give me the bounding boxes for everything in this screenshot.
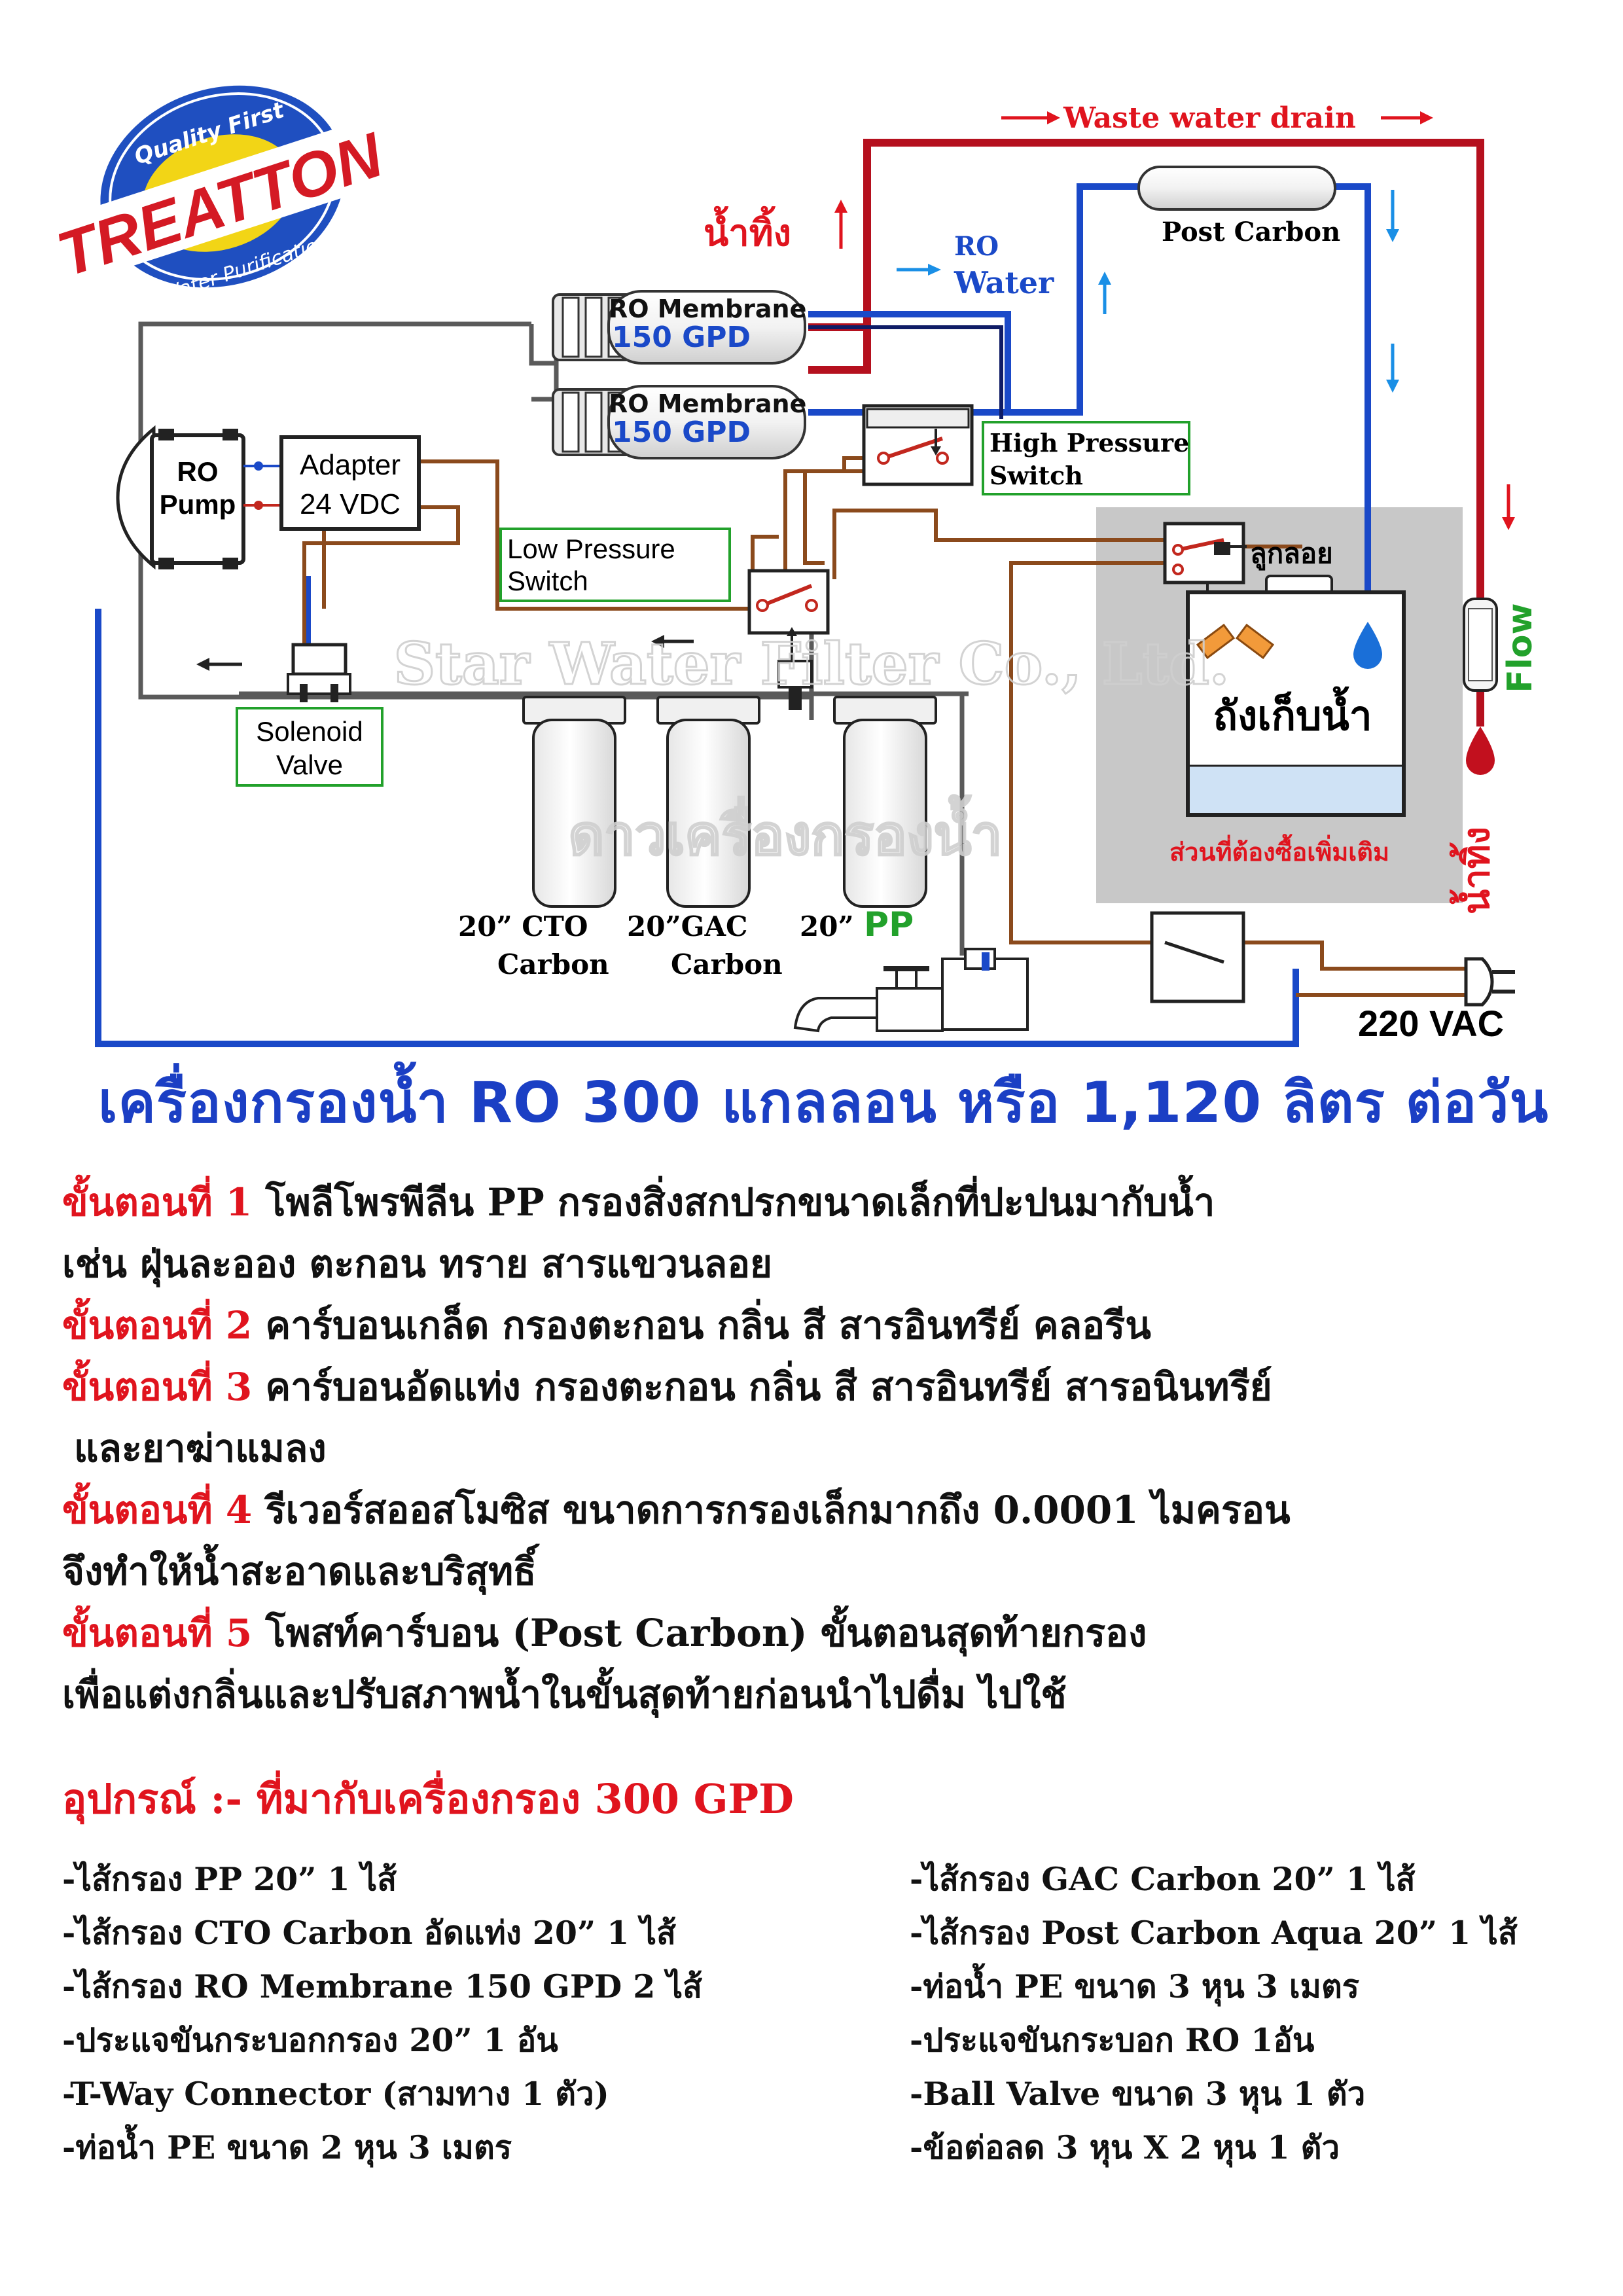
- membrane-bottom-name: RO Membrane: [609, 389, 806, 418]
- accessories-right-list: -ไส้กรอง GAC Carbon 20” 1 ไส้ -ไส้กรอง P…: [910, 1852, 1518, 2174]
- accessory-item: -ท่อน้ำ PE ขนาด 2 หุน 3 เมตร: [62, 2128, 512, 2166]
- accessory-item: -ไส้กรอง RO Membrane 150 GPD 2 ไส้: [62, 1967, 702, 2005]
- main-title: เครื่องกรองน้ำ RO 300 แกลลอน หรือ 1,120 …: [98, 1070, 1549, 1136]
- filter-pp: [833, 696, 937, 908]
- step-3-label: ขั้นตอนที่ 3: [62, 1365, 253, 1409]
- watermark-th: ดาวเครื่องกรองน้ำ: [569, 795, 1002, 867]
- accessories-left-list: -ไส้กรอง PP 20” 1 ไส้ -ไส้กรอง CTO Carbo…: [62, 1852, 702, 2174]
- step-1: ขั้นตอนที่ 1 โพลีโพรพีลีน PP กรองสิ่งสกป…: [62, 1172, 1587, 1233]
- solenoid-valve: Solenoid Valve: [236, 643, 383, 787]
- filter-pp-label: PP: [864, 905, 914, 944]
- waste-top-label: น้ำทิ้ง: [704, 206, 791, 255]
- step-1-label: ขั้นตอนที่ 1: [62, 1180, 253, 1225]
- accessory-item: -ไส้กรอง Post Carbon Aqua 20” 1 ไส้: [910, 1914, 1518, 1952]
- filter-cto: [522, 696, 626, 908]
- ball-valve-inlet: [793, 948, 1029, 1033]
- ro-pump-label-2: Pump: [160, 489, 236, 520]
- solenoid-label-2: Valve: [276, 749, 343, 780]
- low-pressure-label-1: Low Pressure: [507, 533, 675, 564]
- filter-cto-label-1: 20” CTO: [458, 910, 588, 942]
- low-pressure-label-2: Switch: [507, 565, 588, 596]
- filter-pp-size-label: 20”: [800, 910, 854, 942]
- high-pressure-switch: High Pressure Switch: [862, 404, 1190, 495]
- accessory-item: -ไส้กรอง GAC Carbon 20” 1 ไส้: [910, 1860, 1416, 1898]
- step-1-text: โพลีโพรพีลีน PP กรองสิ่งสกปรกขนาดเล็กที่…: [252, 1180, 1215, 1225]
- flow-arrows: [196, 190, 1515, 671]
- filter-gac-label-2: Carbon: [671, 948, 783, 980]
- step-2-text: คาร์บอนเกล็ด กรองตะกอน กลิ่น สี สารอินทร…: [252, 1303, 1151, 1348]
- waste-up-arrow: [834, 200, 847, 249]
- ro-water-label-1: RO: [954, 231, 999, 262]
- high-pressure-label-1: High Pressure: [990, 428, 1189, 457]
- accessory-item: -ประแจขันกระบอก RO 1อัน: [910, 2021, 1315, 2059]
- flow-restrictor: Flow น้ำทิ้ง: [1450, 598, 1540, 914]
- filter-gac: [656, 696, 760, 908]
- step-2-label: ขั้นตอนที่ 2: [62, 1303, 253, 1348]
- step-3-cont: และยาฆ่าแมลง: [74, 1426, 327, 1471]
- step-5-text: โพสท์คาร์บอน (Post Carbon) ขั้นตอนสุดท้า…: [252, 1611, 1147, 1655]
- power-plug: 220 VAC: [1358, 957, 1515, 1044]
- post-carbon-label: Post Carbon: [1162, 217, 1340, 247]
- adapter-label-1: Adapter: [300, 449, 401, 481]
- step-4-label: ขั้นตอนที่ 4: [62, 1488, 253, 1532]
- t-connector: [777, 660, 813, 710]
- step-5-cont: เพื่อแต่งกลิ่นและปรับสภาพน้ำในขั้นสุดท้า…: [62, 1672, 1067, 1717]
- ro-water-label-2: Water: [954, 265, 1054, 300]
- low-pressure-switch: Low Pressure Switch: [499, 528, 830, 661]
- step-5: ขั้นตอนที่ 5 โพสท์คาร์บอน (Post Carbon) …: [62, 1602, 1587, 1664]
- high-pressure-label-2: Switch: [990, 461, 1083, 490]
- treatton-logo: TREATTON Quality First Water Purificatio…: [49, 72, 392, 307]
- accessories-title: อุปกรณ์ :- ที่มากับเครื่องกรอง 300 GPD: [62, 1775, 794, 1823]
- ro-system-diagram: TREATTON Quality First Water Purificatio…: [49, 72, 1540, 1047]
- step-4-text: รีเวอร์สออสโมซิส ขนาดการกรองเล็กมากถึง 0…: [252, 1488, 1291, 1532]
- watermark-en: Star Water Filter Co., Ltd.: [394, 630, 1230, 698]
- post-carbon-filter: Post Carbon: [1137, 166, 1340, 247]
- step-1-cont: เช่น ฝุ่นละออง ตะกอน ทราย สารแขวนลอย: [62, 1242, 773, 1286]
- step-4: ขั้นตอนที่ 4 รีเวอร์สออสโมซิส ขนาดการกรอ…: [62, 1479, 1587, 1541]
- tank-label: ถังเก็บน้ำ: [1213, 686, 1372, 740]
- solenoid-label-1: Solenoid: [256, 716, 363, 747]
- flow-label: Flow: [1501, 603, 1540, 692]
- ro-membrane-top: RO Membrane 150 GPD: [552, 290, 806, 365]
- accessory-item: -T-Way Connector (สามทาง 1 ตัว): [62, 2075, 609, 2113]
- step-3: ขั้นตอนที่ 3 คาร์บอนอัดแท่ง กรองตะกอน กล…: [62, 1356, 1587, 1418]
- waste-drain-label-group: Waste water drain: [1001, 101, 1433, 135]
- tank-float-switch: ลูกลอย: [1163, 522, 1333, 619]
- adapter-24vdc: Adapter 24 VDC: [279, 435, 421, 531]
- accessory-item: -Ball Valve ขนาด 3 หุน 1 ตัว: [910, 2075, 1366, 2113]
- ro-water-arrow: [897, 264, 941, 276]
- step-3-text: คาร์บอนอัดแท่ง กรองตะกอน กลิ่น สี สารอิน…: [252, 1365, 1272, 1409]
- ro-pump-label-1: RO: [177, 456, 219, 487]
- step-2: ขั้นตอนที่ 2 คาร์บอนเกล็ด กรองตะกอน กลิ่…: [62, 1295, 1587, 1356]
- ro-pump: RO Pump: [116, 425, 281, 570]
- float-valve-label: ลูกลอย: [1250, 537, 1333, 571]
- membrane-top-gpd: 150 GPD: [612, 321, 751, 354]
- waste-side-label: น้ำทิ้ง: [1450, 827, 1498, 914]
- accessory-item: -ไส้กรอง PP 20” 1 ไส้: [62, 1860, 397, 1898]
- membrane-bottom-gpd: 150 GPD: [612, 416, 751, 449]
- ro-membrane-bottom: RO Membrane 150 GPD: [552, 385, 806, 459]
- adapter-label-2: 24 VDC: [300, 488, 401, 520]
- power-label: 220 VAC: [1358, 1003, 1504, 1044]
- optional-purchase-label: ส่วนที่ต้องซื้อเพิ่มเติม: [1169, 834, 1389, 867]
- accessory-item: -ไส้กรอง CTO Carbon อัดแท่ง 20” 1 ไส้: [62, 1914, 676, 1952]
- accessory-item: -ข้อต่อลด 3 หุน X 2 หุน 1 ตัว: [910, 2128, 1340, 2166]
- accessory-item: -ประแจขันกระบอกกรอง 20” 1 อัน: [62, 2021, 558, 2059]
- power-switch: [1150, 911, 1245, 1003]
- accessory-item: -ท่อน้ำ PE ขนาด 3 หุน 3 เมตร: [910, 1967, 1360, 2005]
- step-5-label: ขั้นตอนที่ 5: [62, 1611, 253, 1655]
- filter-cto-label-2: Carbon: [497, 948, 609, 980]
- membrane-top-name: RO Membrane: [609, 295, 806, 323]
- waste-drain-label: Waste water drain: [1063, 101, 1356, 135]
- steps-list: ขั้นตอนที่ 1 โพลีโพรพีลีน PP กรองสิ่งสกป…: [62, 1172, 1587, 1725]
- filter-gac-label-1: 20”GAC: [627, 910, 748, 942]
- step-4-cont: จึงทำให้น้ำสะอาดและบริสุทธิ์: [62, 1549, 537, 1594]
- storage-tank: ถังเก็บน้ำ ส่วนที่ต้องซื้อเพิ่มเติม: [1169, 575, 1406, 867]
